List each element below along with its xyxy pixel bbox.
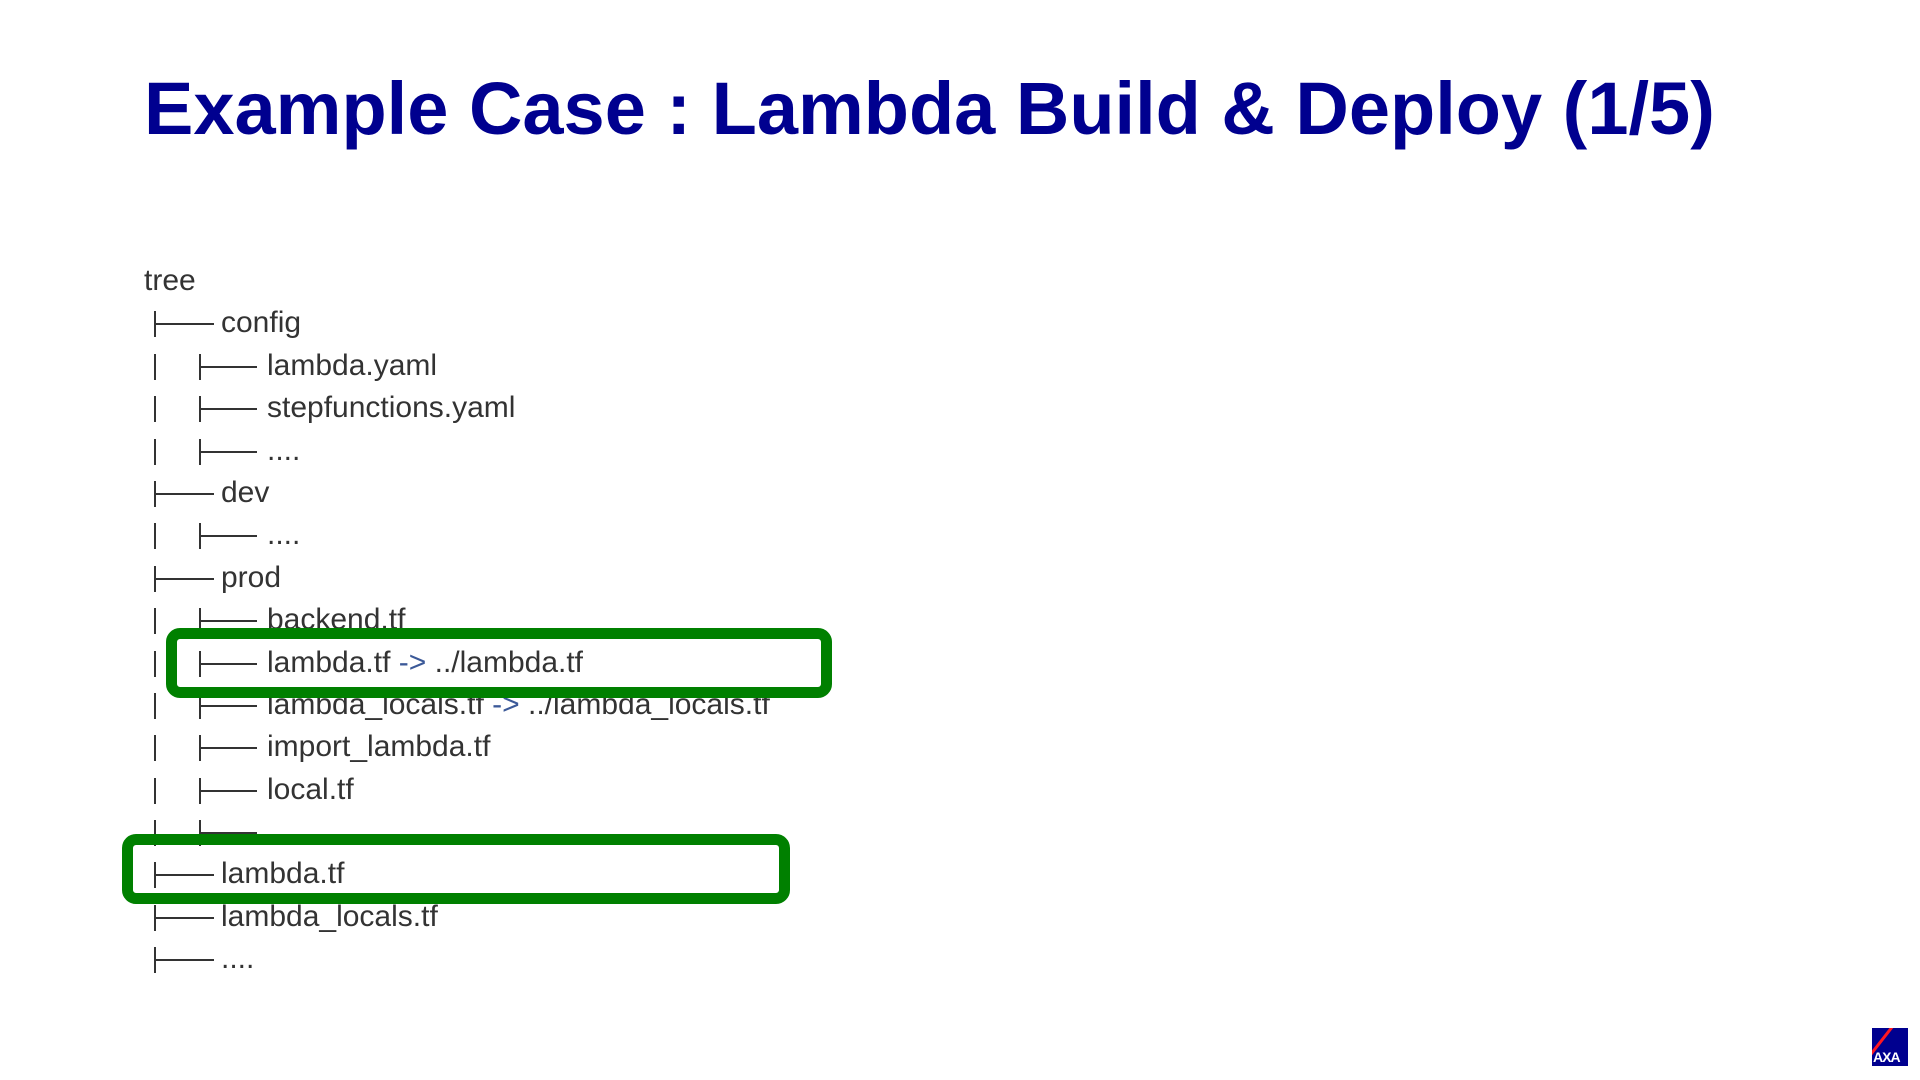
symlink-arrow: -> [398, 645, 427, 679]
tree-branch-connector [199, 650, 259, 677]
axa-logo: AXA [1872, 1028, 1908, 1066]
tree-vertical-connector [154, 608, 156, 635]
tree-branch-connector [199, 438, 259, 465]
tree-item-name: lambda_locals.tf [221, 899, 438, 933]
tree-item-name: import_lambda.tf [267, 730, 491, 764]
tree-branch-connector [199, 735, 259, 762]
tree-item-name: dev [221, 475, 270, 509]
tree-vertical-connector [154, 396, 156, 423]
logo-text: AXA [1873, 1049, 1901, 1065]
tree-item-name: stepfunctions.yaml [267, 391, 516, 425]
tree-vertical-connector [154, 692, 156, 719]
tree-branch-connector [199, 353, 259, 380]
tree-vertical-connector [154, 438, 156, 465]
highlight-box-root-lambda [122, 834, 790, 904]
tree-vertical-connector [154, 523, 156, 550]
tree-item-name: lambda.yaml [267, 348, 438, 382]
tree-vertical-connector [154, 735, 156, 762]
symlink-target: ../lambda.tf [434, 645, 584, 679]
tree-vertical-connector [154, 777, 156, 804]
tree-branch-connector [199, 777, 259, 804]
tree-branch-connector [199, 692, 259, 719]
tree-branch-connector [154, 904, 214, 931]
tree-branch-connector [154, 862, 214, 889]
tree-branch-connector [154, 480, 214, 507]
highlight-box-prod-lambda-symlink [166, 628, 832, 698]
tree-branch-connector [154, 311, 214, 338]
tree-branch-connector [154, 565, 214, 592]
tree-item-name: lambda.tf -> ../lambda.tf [267, 642, 583, 684]
tree-item-name: config [221, 306, 302, 340]
tree-root-label: tree [144, 264, 196, 297]
tree-item-name: .... [267, 518, 301, 552]
slide-title: Example Case : Lambda Build & Deploy (1/… [144, 67, 1715, 150]
tree-item-name: local.tf [267, 772, 354, 806]
tree-vertical-connector [154, 820, 156, 847]
tree-vertical-connector [154, 353, 156, 380]
tree-vertical-connector [154, 650, 156, 677]
tree-item-name: .... [267, 433, 301, 467]
tree-branch-connector [199, 820, 259, 847]
tree-item-name: prod [221, 560, 282, 594]
tree-branch-connector [199, 523, 259, 550]
tree-branch-connector [199, 396, 259, 423]
tree-item-name: lambda.tf [221, 857, 345, 891]
tree-item-name: .... [221, 942, 255, 976]
tree-branch-connector [154, 947, 214, 974]
tree-branch-connector [199, 608, 259, 635]
symlink-name: lambda.tf [267, 645, 391, 679]
